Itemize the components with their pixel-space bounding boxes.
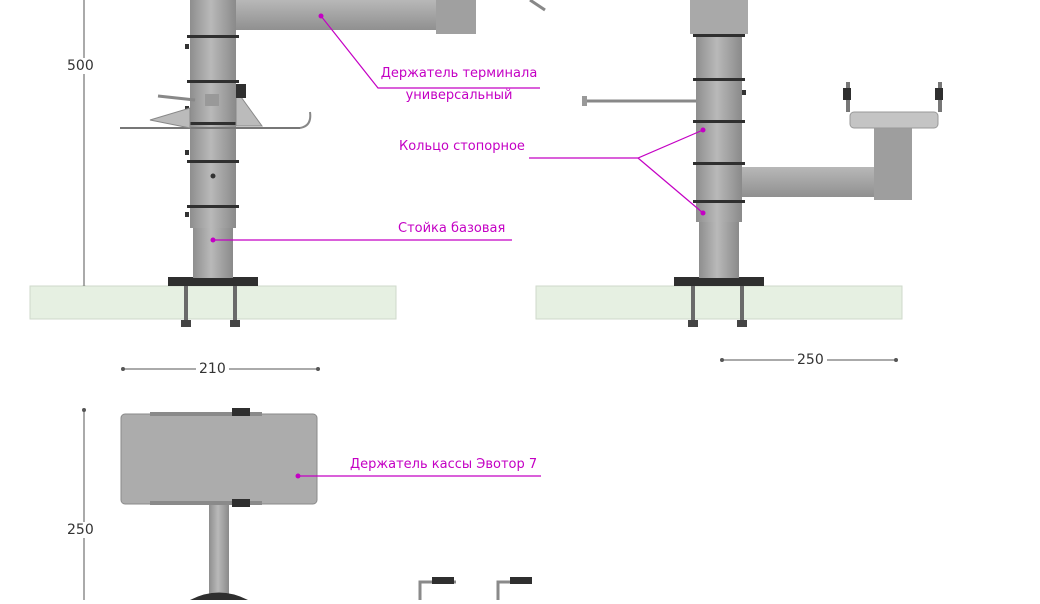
cash-register-holder-plate xyxy=(120,413,318,505)
main-column xyxy=(190,0,236,228)
dimension-width-250: 250 xyxy=(794,352,827,368)
cash-holder-arm xyxy=(742,167,874,197)
callout-terminal-holder-line1: Держатель терминала xyxy=(380,66,538,81)
dimension-height-250: 250 xyxy=(64,522,97,538)
table-top-right xyxy=(535,285,903,320)
callout-leaders xyxy=(210,13,706,479)
callout-terminal-holder-line2: универсальный xyxy=(405,88,513,103)
base-plate xyxy=(168,277,258,286)
right-front-view xyxy=(535,0,943,362)
leader-stop-ring-a xyxy=(529,129,704,159)
dimension-height-500: 500 xyxy=(64,58,97,74)
bottom-top-view xyxy=(82,408,532,600)
callout-base-stand: Стойка базовая xyxy=(398,221,506,236)
callout-stop-ring: Кольцо стопорное xyxy=(399,139,525,154)
leader-stop-ring-b xyxy=(637,157,704,214)
callout-cash-register-holder: Держатель кассы Эвотор 7 xyxy=(350,457,538,472)
leader-terminal-holder xyxy=(320,15,540,89)
dimension-width-210: 210 xyxy=(196,361,229,377)
base-stand xyxy=(193,228,233,278)
terminal-holder-arm xyxy=(236,0,436,30)
table-top xyxy=(29,285,397,320)
left-side-view xyxy=(29,0,546,371)
